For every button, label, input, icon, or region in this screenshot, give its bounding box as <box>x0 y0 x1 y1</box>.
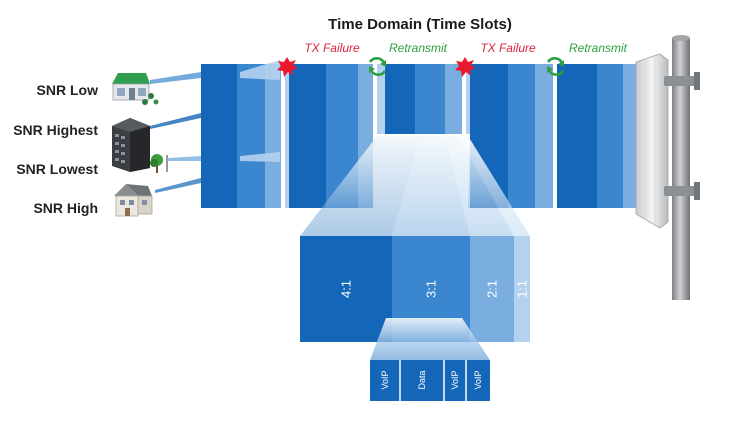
client-label-snr-lowest: SNR Lowest <box>16 161 98 177</box>
store-icon <box>112 73 159 105</box>
ratio-label-2-1: 2:1 <box>485 280 500 298</box>
retransmit-icon <box>546 57 565 76</box>
traffic-label-data: Data <box>417 370 427 389</box>
office-building-icon <box>112 118 150 172</box>
tree-house-icon <box>150 154 168 173</box>
tx-failure-icon <box>277 57 298 77</box>
diagram-title: Time Domain (Time Slots) <box>328 16 512 33</box>
traffic-type-block: VoIP Data VoIP VoIP <box>370 360 490 401</box>
event-label-tx-failure-1: TX Failure <box>304 41 360 55</box>
traffic-expansion <box>370 318 490 360</box>
client-signal-beams <box>150 60 280 193</box>
client-label-snr-high: SNR High <box>33 200 98 216</box>
time-slot-expansion <box>300 134 530 236</box>
house-icon <box>114 184 153 217</box>
event-label-retransmit-2: Retransmit <box>569 41 628 55</box>
event-label-retransmit-1: Retransmit <box>389 41 448 55</box>
ratio-label-4-1: 4:1 <box>339 280 354 298</box>
ratio-label-3-1: 3:1 <box>424 280 439 298</box>
traffic-label-voip-2: VoIP <box>450 370 460 389</box>
client-label-snr-low: SNR Low <box>37 82 99 98</box>
retransmit-icon <box>368 57 387 76</box>
ratio-label-1-1: 1:1 <box>515 280 530 298</box>
tx-failure-icon <box>455 57 476 77</box>
client-label-snr-highest: SNR Highest <box>13 122 98 138</box>
traffic-label-voip-3: VoIP <box>473 370 483 389</box>
access-point-tower-icon <box>635 35 700 300</box>
event-label-tx-failure-2: TX Failure <box>480 41 536 55</box>
traffic-label-voip-1: VoIP <box>380 370 390 389</box>
